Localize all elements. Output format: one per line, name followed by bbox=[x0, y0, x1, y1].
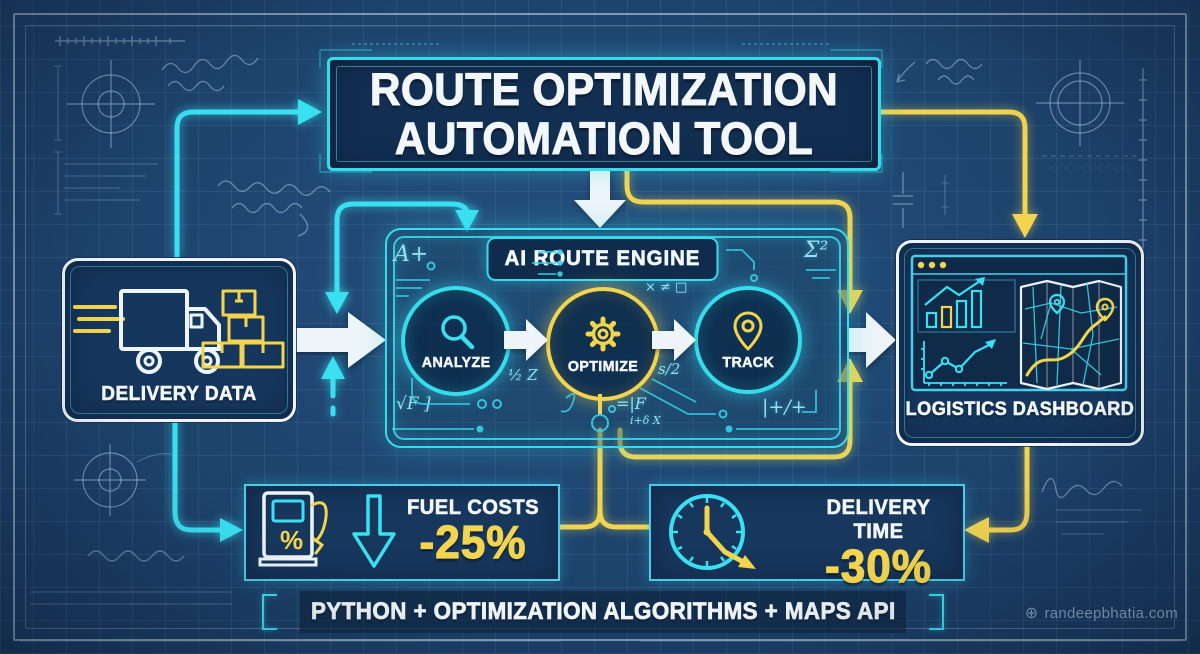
delivery-time-value: -30% bbox=[824, 540, 932, 592]
wire-optimize-to-time bbox=[597, 508, 653, 530]
ruler-left bbox=[54, 65, 158, 215]
location-pin-icon bbox=[733, 311, 763, 350]
percent-glyph: % bbox=[280, 525, 303, 555]
clock-down-icon bbox=[669, 494, 756, 570]
tech-stack-band: PYTHON + OPTIMIZATION ALGORITHMS + MAPS … bbox=[261, 591, 945, 633]
wire-title-to-junction bbox=[624, 163, 853, 295]
right-bracket bbox=[929, 594, 945, 630]
watermark: ⊕ randeepbhatia.com bbox=[1025, 605, 1178, 622]
ruler-right bbox=[1042, 68, 1147, 252]
arrowhead-into-fuel bbox=[220, 518, 243, 542]
fuel-costs-label: FUEL COSTS bbox=[406, 496, 540, 520]
ai-route-engine-label: AI ROUTE ENGINE bbox=[486, 237, 719, 281]
map-pin-cyan bbox=[1048, 293, 1066, 315]
wire-delivery-to-title bbox=[174, 109, 303, 259]
handwritten-signature-right bbox=[1041, 477, 1142, 535]
compass-top-right bbox=[1036, 60, 1124, 146]
fuel-costs-box: % FUEL COSTS -25% bbox=[244, 484, 560, 581]
compass-bottom-left bbox=[74, 444, 178, 516]
fuel-pump-icon: % bbox=[258, 491, 328, 567]
arrowhead-down-left bbox=[325, 292, 349, 314]
step-analyze: ANALYZE bbox=[401, 286, 511, 396]
arrowhead-into-dashboard bbox=[1012, 214, 1038, 238]
handwritten-note-top-right bbox=[896, 58, 983, 85]
flow-arrow-delivery-to-engine bbox=[292, 312, 386, 368]
line-chart-icon bbox=[921, 339, 1007, 386]
bar-chart-icon bbox=[917, 277, 1016, 333]
arrowhead-down-right bbox=[837, 290, 863, 314]
wire-delivery-to-fuel bbox=[172, 413, 225, 533]
gear-icon bbox=[585, 316, 621, 351]
fuel-costs-value: -25% bbox=[419, 516, 527, 568]
capacitor-symbol bbox=[893, 172, 949, 228]
arrowhead-into-time bbox=[964, 517, 989, 543]
arrowhead-into-engine-top bbox=[455, 210, 479, 232]
logistics-dashboard-label: LOGISTICS DASHBOARD bbox=[905, 399, 1135, 421]
delivery-time-box: DELIVERY TIME -30% bbox=[649, 484, 965, 590]
arrowhead-into-title bbox=[298, 99, 322, 125]
delivery-time-label: DELIVERY TIME bbox=[826, 496, 931, 544]
fuel-hose bbox=[310, 501, 328, 555]
flow-arrow-title-to-engine bbox=[574, 170, 626, 228]
small-up-arrowhead bbox=[321, 356, 345, 379]
compass-top-left bbox=[67, 60, 155, 148]
route-map-icon bbox=[1019, 279, 1123, 391]
title-line-2: AUTOMATION TOOL bbox=[394, 113, 814, 164]
ruler-top-left bbox=[55, 36, 185, 46]
globe-icon: ⊕ bbox=[1024, 604, 1039, 622]
dashboard-screen bbox=[910, 254, 1128, 392]
delivery-truck-icon bbox=[73, 289, 221, 374]
tech-stack-text: PYTHON + OPTIMIZATION ALGORITHMS + MAPS … bbox=[310, 598, 896, 626]
step-track: TRACK bbox=[694, 286, 802, 394]
left-bracket bbox=[261, 594, 277, 630]
optimize-label: OPTIMIZE bbox=[567, 357, 639, 375]
title-corner-brackets bbox=[319, 43, 883, 173]
title-box: ROUTE OPTIMIZATION AUTOMATION TOOL bbox=[327, 57, 881, 171]
title-line-1: ROUTE OPTIMIZATION bbox=[369, 64, 839, 115]
handwritten-note-top-left bbox=[161, 54, 259, 92]
packages-icon bbox=[201, 289, 285, 369]
delivery-data-box: DELIVERY DATA bbox=[62, 258, 296, 422]
track-label: TRACK bbox=[722, 353, 774, 371]
watermark-text: randeepbhatia.com bbox=[1044, 605, 1178, 622]
flow-arrow-engine-to-dashboard bbox=[847, 312, 896, 368]
handwritten-note-mid-left bbox=[217, 180, 331, 237]
wire-title-to-dashboard bbox=[874, 109, 1028, 219]
handwritten-note-bottom-left bbox=[87, 550, 268, 562]
window-dots bbox=[917, 261, 947, 269]
page-title: ROUTE OPTIMIZATION AUTOMATION TOOL bbox=[346, 60, 861, 163]
map-pin-yellow bbox=[1095, 297, 1115, 322]
down-arrow-icon bbox=[352, 494, 396, 568]
wire-fork-to-engine bbox=[334, 201, 470, 299]
route-line bbox=[1025, 315, 1107, 377]
analyze-label: ANALYZE bbox=[421, 353, 491, 371]
clock-hands bbox=[704, 505, 750, 567]
delivery-data-label: DELIVERY DATA bbox=[101, 383, 257, 406]
arrowhead-up-right bbox=[837, 358, 863, 382]
logistics-dashboard-box: LOGISTICS DASHBOARD bbox=[896, 240, 1144, 446]
magnifier-icon bbox=[441, 314, 475, 349]
step-optimize: OPTIMIZE bbox=[546, 287, 660, 401]
wire-dashboard-to-time bbox=[985, 438, 1030, 533]
